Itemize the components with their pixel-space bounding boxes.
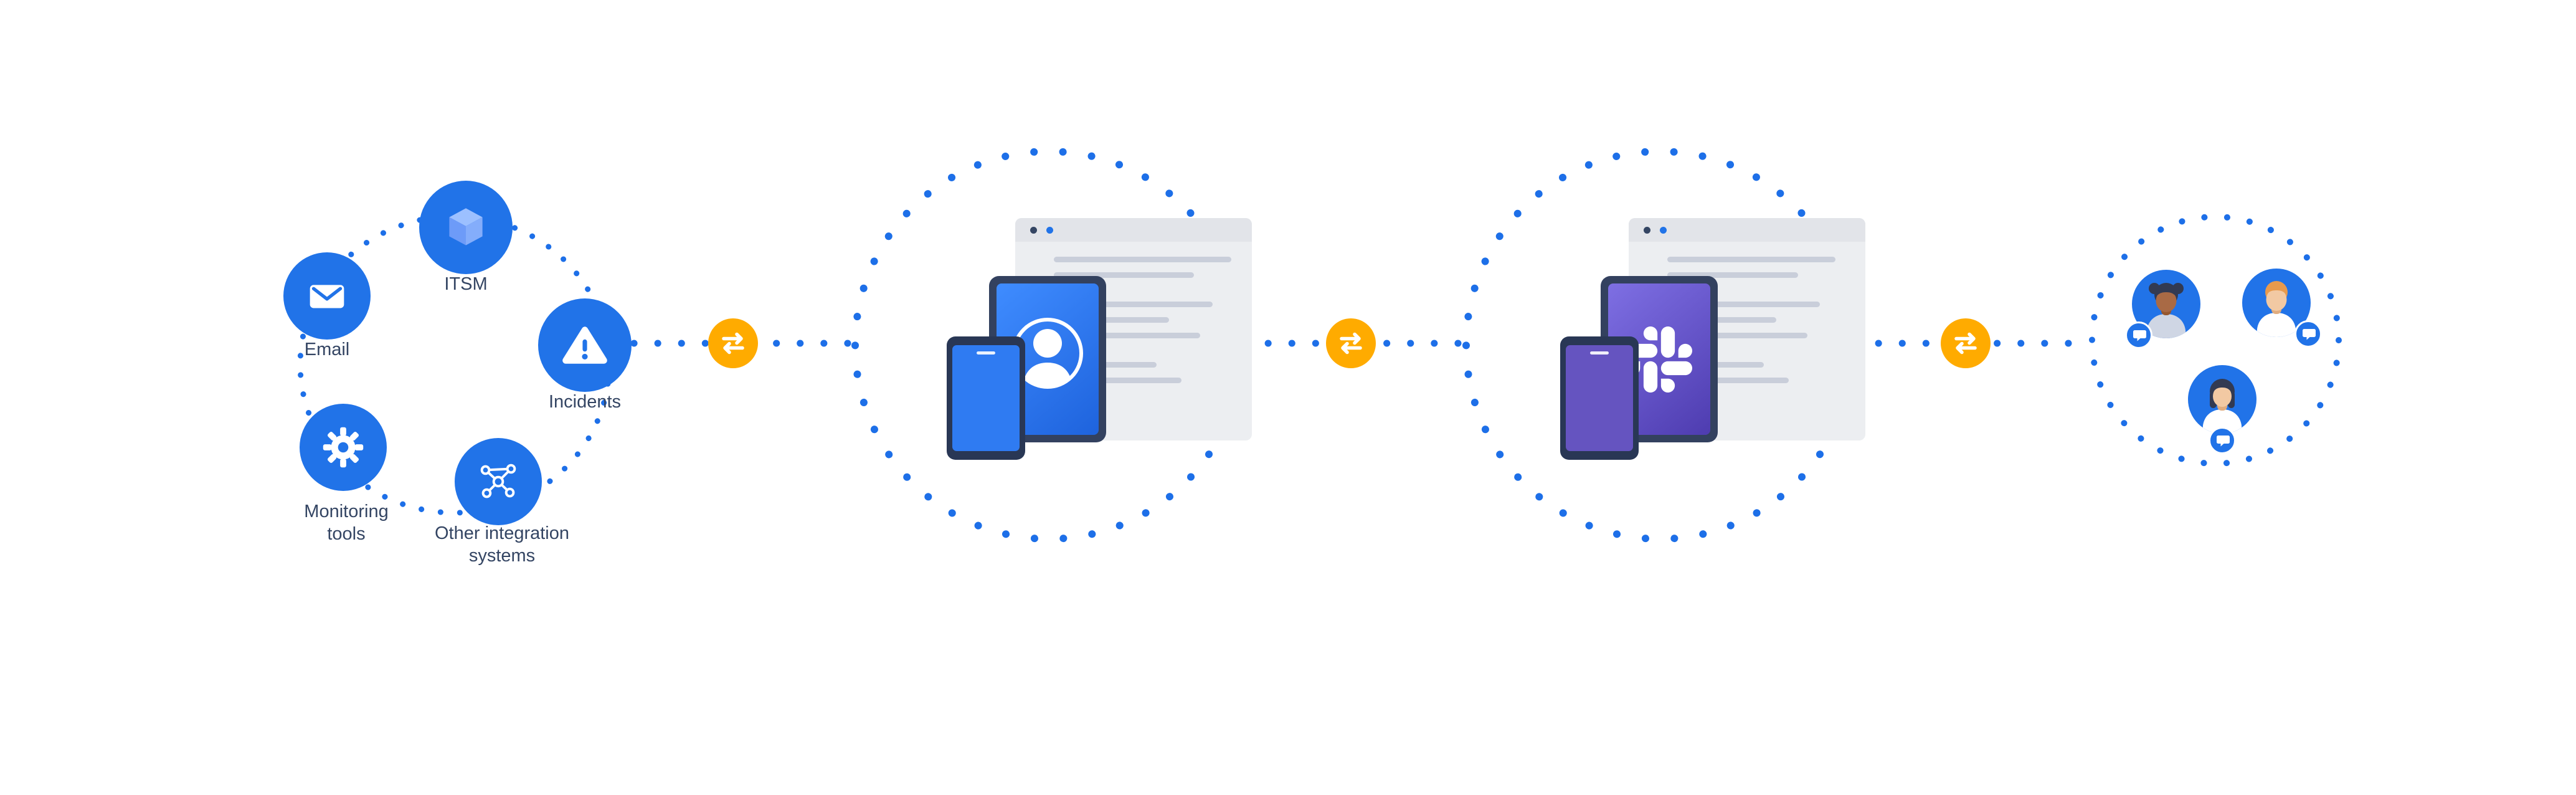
swap-arrows-icon <box>708 318 758 368</box>
swap-arrows-glyph <box>1941 318 1991 368</box>
source-label-email: Email <box>304 340 350 359</box>
gear-glyph <box>323 427 364 468</box>
stage-team <box>2092 217 2339 464</box>
cube-glyph <box>449 208 483 245</box>
text-line <box>1054 317 1169 323</box>
envelope-glyph <box>310 285 344 308</box>
avatar-woman-dark-hair <box>2188 365 2256 434</box>
cube-icon <box>419 181 513 274</box>
text-line <box>1054 378 1181 383</box>
text-line <box>1667 378 1789 383</box>
swap-arrows-icon <box>1941 318 1991 368</box>
swap-arrows-glyph <box>1326 318 1376 368</box>
network-icon <box>455 438 542 525</box>
speech-bubble-icon <box>2217 436 2230 447</box>
swap-arrows-glyph <box>708 318 758 368</box>
text-line <box>1054 333 1200 338</box>
text-line <box>1054 257 1231 262</box>
alert-triangle-icon <box>538 298 632 392</box>
text-line <box>1054 302 1213 307</box>
text-line <box>1667 257 1835 262</box>
source-node-monitoring <box>300 404 387 491</box>
network-glyph <box>480 464 516 498</box>
window-control-dot <box>1660 226 1667 234</box>
window-control-dot <box>1644 226 1650 234</box>
user-avatar-1 <box>2132 270 2200 338</box>
user-avatar-3 <box>2188 365 2256 434</box>
avatar-man-ginger-hair <box>2242 269 2311 337</box>
text-line <box>1054 272 1194 278</box>
window-control-dot <box>1030 226 1037 234</box>
alert-triangle-glyph <box>562 326 607 364</box>
source-label-incidents: Incidents <box>548 392 622 412</box>
stage-slack <box>1466 151 1865 544</box>
chat-badge <box>2294 320 2322 348</box>
source-label-monitoring: Monitoring tools <box>304 502 389 544</box>
phone-speaker <box>1590 351 1609 355</box>
speech-bubble-icon <box>2303 329 2316 340</box>
speech-bubble-icon <box>2133 330 2146 341</box>
stage-alert-app <box>855 151 1254 544</box>
source-node-email <box>283 252 371 340</box>
phone-device <box>1560 336 1639 460</box>
swap-arrows-icon <box>1326 318 1376 368</box>
text-line <box>1667 317 1776 323</box>
text-line <box>1667 302 1820 307</box>
phone-speaker <box>977 351 995 355</box>
window-header <box>1629 218 1865 242</box>
phone-device <box>947 336 1025 460</box>
user-avatar-2 <box>2242 269 2311 337</box>
source-label-itsm: ITSM <box>444 274 488 294</box>
source-node-incidents <box>538 298 632 392</box>
text-line <box>1667 333 1807 338</box>
text-line <box>1667 272 1798 278</box>
source-label-other: Other integration systems <box>434 523 569 566</box>
window-control-dot <box>1046 226 1053 234</box>
team-ring-dots <box>2089 214 2342 467</box>
window-header <box>1015 218 1252 242</box>
gear-icon <box>300 404 387 491</box>
avatar-woman-dark-skin <box>2132 270 2200 338</box>
source-node-itsm <box>419 181 513 274</box>
phone-screen <box>1566 345 1633 451</box>
source-node-other <box>455 438 542 525</box>
phone-screen <box>952 345 1020 451</box>
chat-badge <box>2209 427 2236 454</box>
envelope-icon <box>283 252 371 340</box>
chat-badge <box>2125 321 2152 349</box>
